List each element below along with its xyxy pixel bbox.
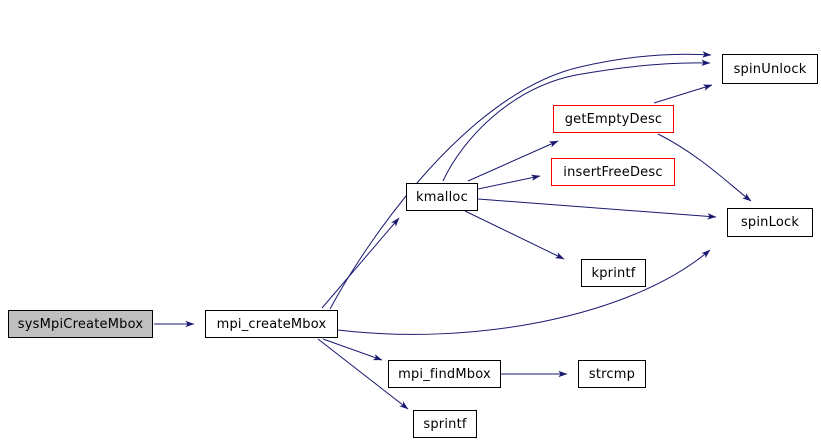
node-label: getEmptyDesc xyxy=(564,111,663,127)
node-label: kprintf xyxy=(591,265,636,281)
edge-kmalloc-to-spinUnlock xyxy=(442,59,711,182)
node-insertFreeDesc[interactable]: insertFreeDesc xyxy=(551,158,675,186)
edge-mpi_createMbox-to-kmalloc xyxy=(321,217,400,309)
edge-mpi_createMbox-to-spinLock xyxy=(337,249,711,335)
edge-kmalloc-to-spinLock xyxy=(477,198,717,220)
edge-mpi_createMbox-to-sprintf xyxy=(317,338,409,410)
node-label: mpi_createMbox xyxy=(216,316,327,332)
edge-kmalloc-to-insertFreeDesc xyxy=(477,174,541,190)
node-spinLock[interactable]: spinLock xyxy=(727,208,813,237)
node-label: sprintf xyxy=(423,416,467,432)
edge-mpi_createMbox-to-mpi_findMbox xyxy=(322,338,383,361)
node-label: strcmp xyxy=(588,366,636,382)
node-strcmp[interactable]: strcmp xyxy=(578,360,646,388)
node-spinUnlock[interactable]: spinUnlock xyxy=(722,54,818,84)
node-label: mpi_findMbox xyxy=(398,366,491,382)
node-kmalloc[interactable]: kmalloc xyxy=(406,183,478,211)
edge-getEmptyDesc-to-spinUnlock xyxy=(653,84,713,104)
node-label: spinUnlock xyxy=(733,61,807,77)
node-mpi_createMbox[interactable]: mpi_createMbox xyxy=(205,310,338,338)
edge-kmalloc-to-kprintf xyxy=(464,210,565,260)
node-label: kmalloc xyxy=(416,189,468,205)
node-label: spinLock xyxy=(740,215,800,230)
edge-kmalloc-to-getEmptyDesc xyxy=(467,140,559,182)
node-getEmptyDesc[interactable]: getEmptyDesc xyxy=(553,105,674,133)
edge-getEmptyDesc-to-spinLock xyxy=(657,133,752,202)
node-label: sysMpiCreateMbox xyxy=(17,316,144,332)
node-kprintf[interactable]: kprintf xyxy=(581,259,646,287)
node-mpi_findMbox[interactable]: mpi_findMbox xyxy=(388,360,501,388)
node-sprintf[interactable]: sprintf xyxy=(413,410,477,438)
edge-mpi_createMbox-to-spinUnlock xyxy=(329,51,712,310)
node-sysMpiCreateMbox[interactable]: sysMpiCreateMbox xyxy=(8,310,153,338)
node-label: insertFreeDesc xyxy=(563,164,663,180)
